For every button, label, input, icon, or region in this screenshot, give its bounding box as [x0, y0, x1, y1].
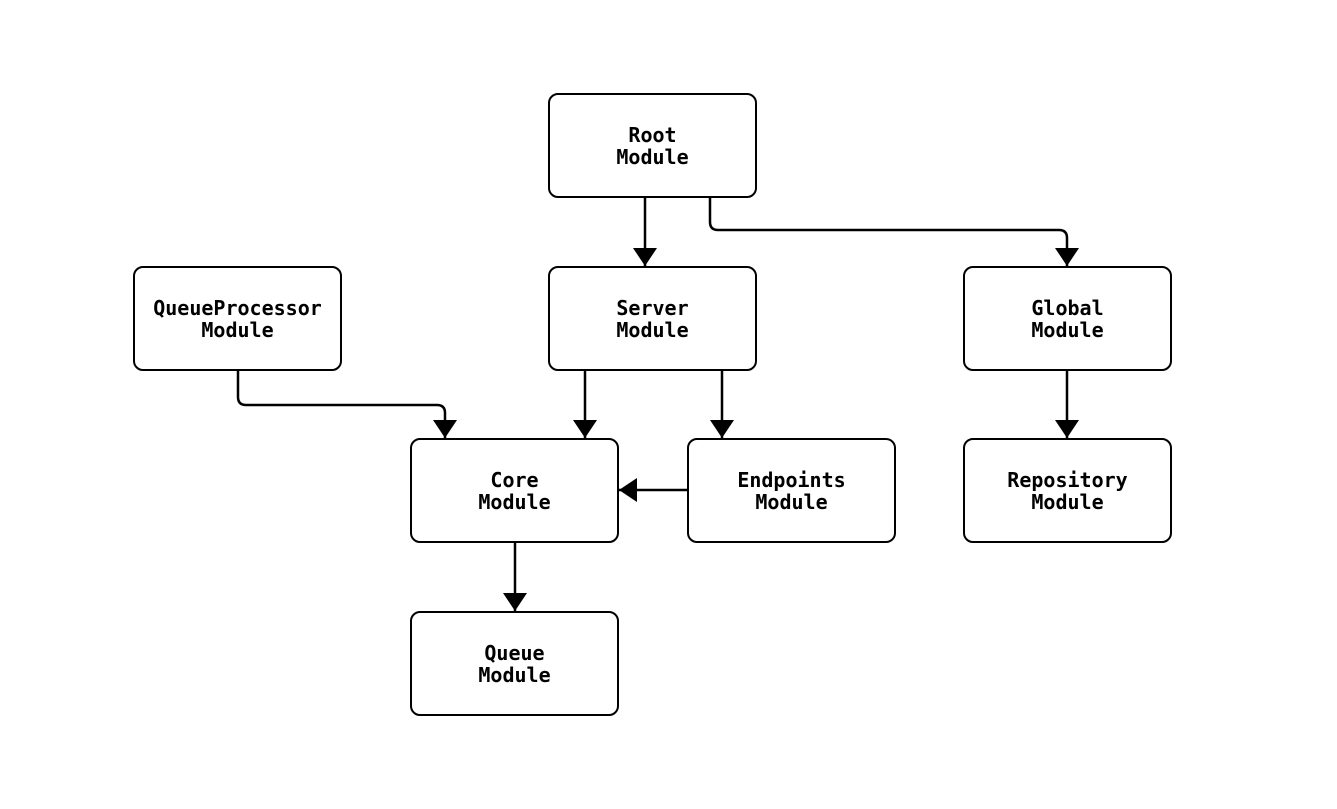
- node-root: Root Module: [548, 93, 757, 198]
- node-label: Root Module: [616, 122, 689, 169]
- node-label: Queue Module: [478, 640, 551, 687]
- edges-group: [236, 198, 1079, 611]
- node-label: QueueProcessor Module: [153, 295, 322, 342]
- node-queue: Queue Module: [410, 611, 619, 716]
- node-endpoints: Endpoints Module: [687, 438, 896, 543]
- node-global: Global Module: [963, 266, 1172, 371]
- node-label: Global Module: [1031, 295, 1104, 342]
- node-repository: Repository Module: [963, 438, 1172, 543]
- node-label: Server Module: [616, 295, 689, 342]
- edge-root-global: [708, 198, 1079, 266]
- node-core: Core Module: [410, 438, 619, 543]
- node-queueprocessor: QueueProcessor Module: [133, 266, 342, 371]
- node-server: Server Module: [548, 266, 757, 371]
- edge-queueprocessor-core: [236, 371, 457, 438]
- node-label: Core Module: [478, 467, 551, 514]
- node-label: Endpoints Module: [737, 467, 846, 514]
- node-label: Repository Module: [1007, 467, 1128, 514]
